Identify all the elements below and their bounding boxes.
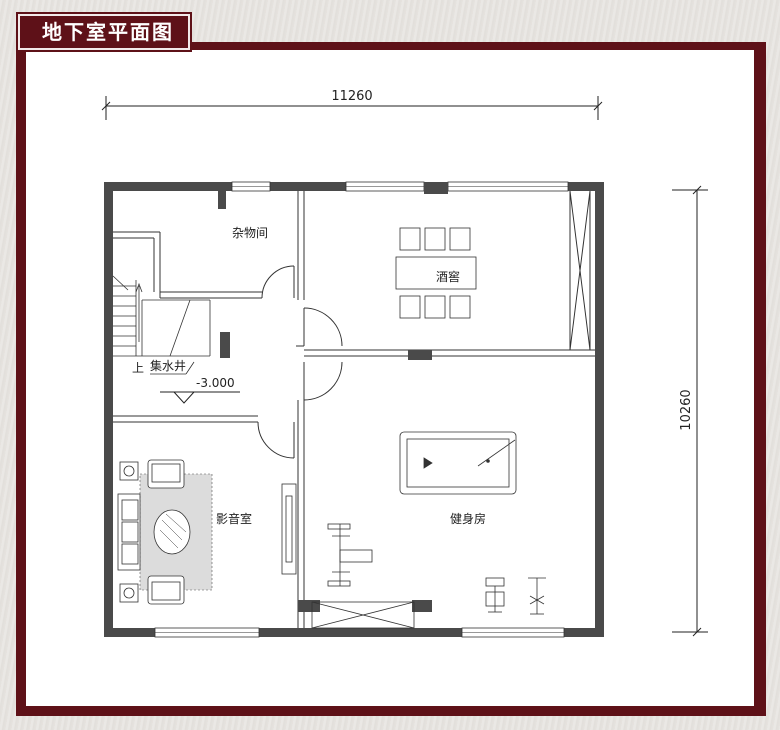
gym-window: [311, 601, 415, 629]
sump-pit: [150, 361, 195, 375]
staircase: [112, 275, 211, 357]
height-dimension-label: 10260: [679, 389, 694, 430]
room-label-storage: 杂物间: [232, 226, 268, 240]
sump-pit-label: 集水井: [150, 358, 186, 373]
tv-cabinet: [281, 483, 297, 575]
door-swings: [257, 265, 343, 459]
windows: [154, 181, 569, 638]
height-dimension: [672, 185, 708, 637]
exercise-machines: [485, 577, 546, 615]
sofa-set: [117, 459, 185, 605]
coffee-table: [153, 509, 191, 555]
width-dimension: [101, 96, 603, 120]
interior-walls: [113, 190, 595, 628]
room-label-gym: 健身房: [450, 511, 486, 526]
elevation-marker: [160, 391, 240, 404]
stair-up-label: 上: [132, 361, 144, 375]
wine-cellar-table: [395, 227, 477, 319]
room-label-theater: 影音室: [216, 511, 252, 526]
room-label-wine-cellar: 酒窖: [436, 269, 460, 284]
drawing-area: [26, 50, 754, 706]
width-dimension-label: 11260: [331, 89, 372, 104]
dumbbell-rack: [327, 523, 373, 587]
elevation-label: -3.000: [196, 376, 235, 390]
pool-table: [399, 431, 517, 495]
page-title: 地下室平面图: [18, 14, 190, 50]
